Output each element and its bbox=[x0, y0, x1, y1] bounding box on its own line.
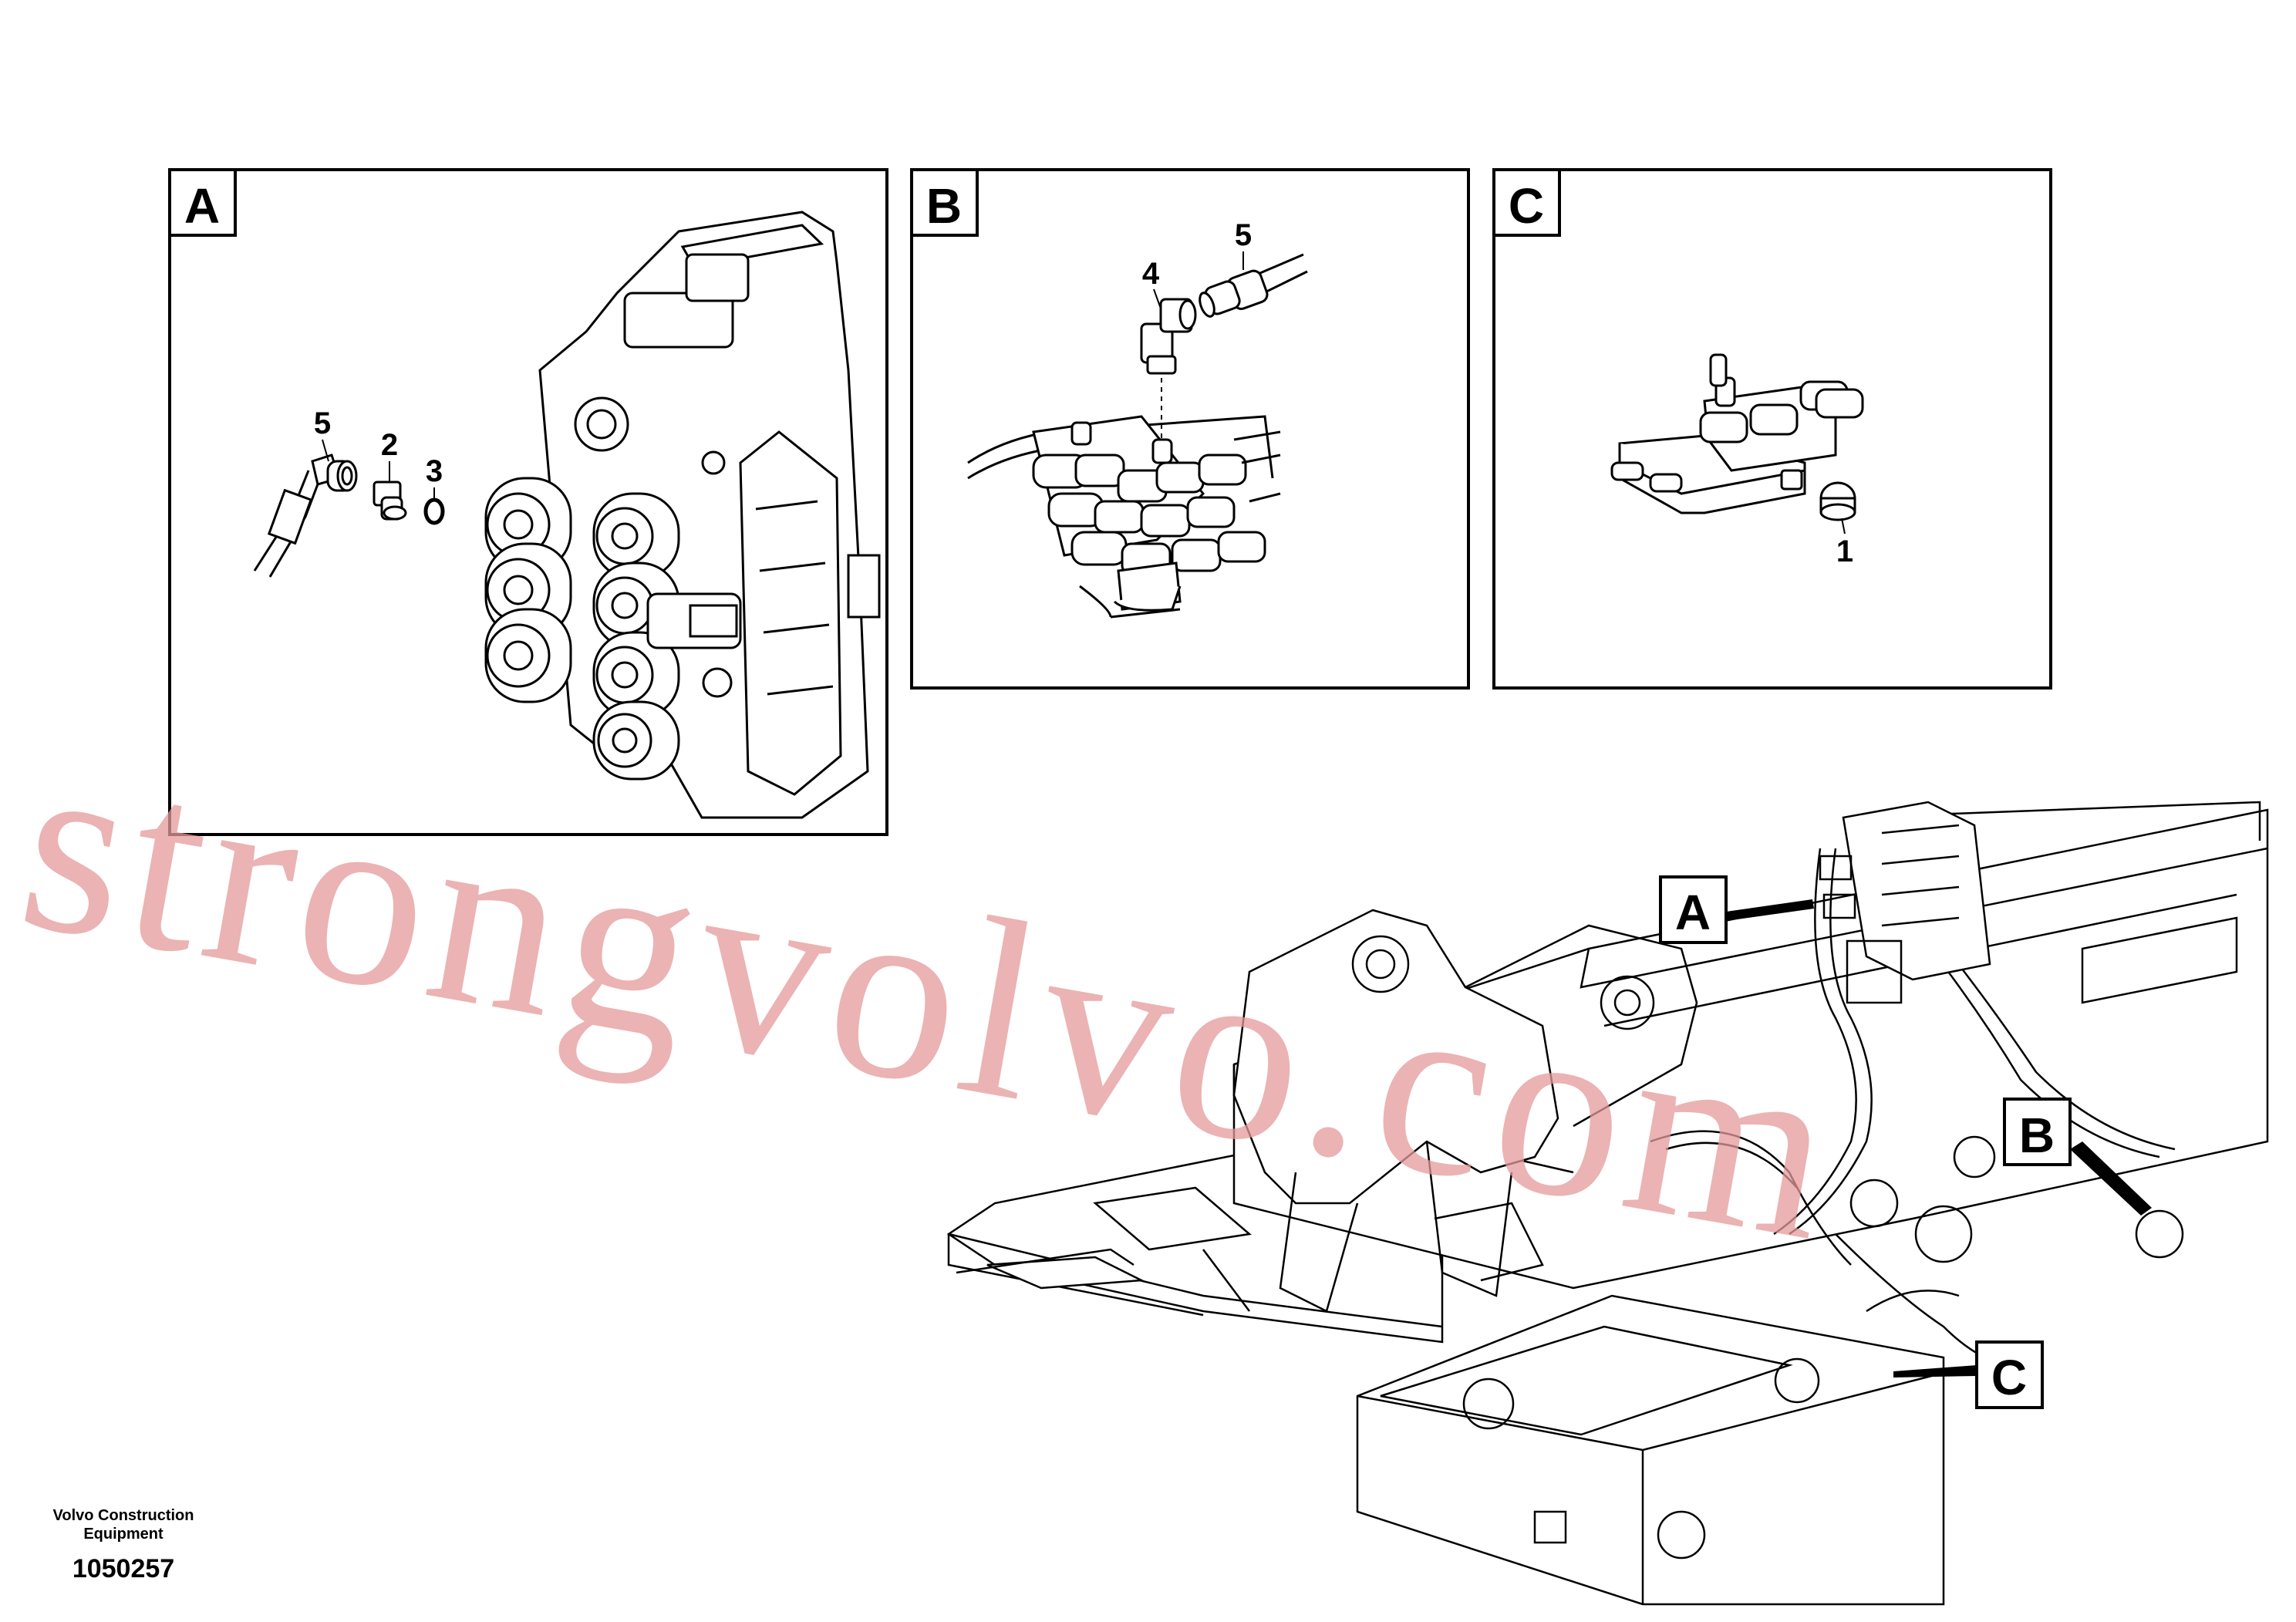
callout-b-label: B bbox=[2019, 1108, 2055, 1163]
detail-panel-a: A bbox=[168, 168, 888, 836]
panel-c-label: C bbox=[1509, 178, 1544, 234]
part-5-hose bbox=[253, 454, 358, 578]
part-4-elbow-fitting bbox=[1140, 298, 1197, 375]
panel-a-label: A bbox=[184, 178, 220, 234]
part-number-4: 4 bbox=[1142, 257, 1160, 291]
part-3-o-ring bbox=[423, 497, 445, 525]
part-number-1: 1 bbox=[1836, 534, 1853, 568]
footer: Volvo Construction Equipment 1050257 bbox=[46, 1506, 201, 1584]
bracket-manifold bbox=[1610, 353, 1864, 514]
valve-spool-caps bbox=[484, 450, 742, 781]
part-5-hose-end bbox=[1199, 253, 1308, 318]
callout-a: A bbox=[1659, 875, 1814, 944]
panel-b-label: B bbox=[926, 178, 962, 234]
callout-c-label: C bbox=[1991, 1350, 2027, 1405]
detail-panel-b: B bbox=[910, 168, 1470, 690]
manufacturer-name: Volvo Construction Equipment bbox=[52, 1507, 194, 1543]
part-2-plug bbox=[373, 481, 407, 521]
callout-b: B bbox=[2003, 1098, 2152, 1216]
part-number-5: 5 bbox=[314, 406, 331, 440]
callout-a-label: A bbox=[1675, 885, 1711, 940]
part-number-5: 5 bbox=[1235, 218, 1252, 252]
part-number-2: 2 bbox=[381, 428, 398, 462]
part-number-3: 3 bbox=[426, 454, 443, 488]
detail-panel-c: C 1 bbox=[1492, 168, 2052, 690]
upper-frame-assembly bbox=[946, 801, 2269, 1606]
document-number: 1050257 bbox=[72, 1554, 175, 1583]
callout-c: C bbox=[1893, 1340, 2044, 1409]
valve-manifold bbox=[967, 415, 1281, 619]
part-1-plug bbox=[1819, 481, 1856, 521]
